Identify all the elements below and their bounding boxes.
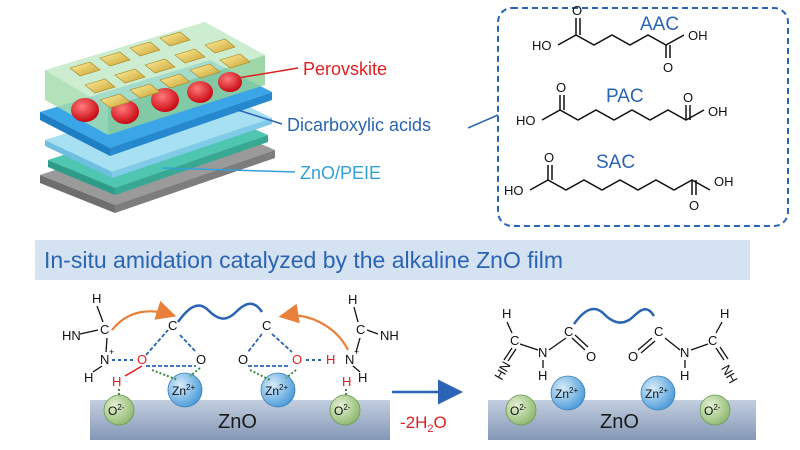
svg-text:H: H <box>348 292 357 307</box>
reaction-right: ZnO O2- O2- Zn2+ Zn2+ H C HN N H C O C O… <box>488 306 756 440</box>
svg-text:H: H <box>112 374 121 389</box>
svg-text:OH: OH <box>688 28 708 43</box>
svg-text:H: H <box>358 370 367 385</box>
svg-text:O: O <box>544 150 554 165</box>
svg-text:C: C <box>100 322 109 337</box>
reaction-arrow-label: -2H2O <box>400 413 447 435</box>
svg-text:C: C <box>708 333 717 348</box>
svg-text:O: O <box>663 60 673 75</box>
svg-text:NH: NH <box>718 362 740 386</box>
svg-text:C: C <box>654 324 663 339</box>
svg-text:N: N <box>345 352 354 367</box>
svg-text:O: O <box>137 352 147 367</box>
svg-text:ZnO: ZnO <box>600 411 639 433</box>
svg-text:O2-: O2- <box>510 403 527 418</box>
svg-text:O2-: O2- <box>704 403 721 418</box>
svg-text:C: C <box>262 318 271 333</box>
acid-aac <box>557 18 685 58</box>
device-stack <box>40 22 275 213</box>
svg-text:O: O <box>572 3 582 18</box>
acid-name-pac: PAC <box>606 86 644 107</box>
chain-left <box>176 302 264 323</box>
svg-text:HO: HO <box>504 183 524 198</box>
svg-text:Zn2+: Zn2+ <box>645 386 668 401</box>
svg-text:O: O <box>628 349 638 364</box>
reaction-left: ZnO O2- O2- Zn2+ Zn2+ H C HN N + H H O C… <box>62 291 399 440</box>
svg-text:O2-: O2- <box>108 403 125 418</box>
svg-text:C: C <box>510 333 519 348</box>
svg-text:H: H <box>342 374 351 389</box>
zno-peie-label: ZnO/PEIE <box>300 163 381 183</box>
svg-text:HO: HO <box>532 38 552 53</box>
svg-text:O: O <box>556 80 566 95</box>
svg-text:O: O <box>196 352 206 367</box>
svg-text:O: O <box>292 352 302 367</box>
svg-text:+: + <box>109 347 114 357</box>
attack-arrow-left <box>111 300 177 331</box>
acid-sac <box>529 165 711 195</box>
svg-text:O: O <box>683 90 693 105</box>
svg-text:H: H <box>680 368 689 383</box>
banner-band <box>35 240 750 280</box>
svg-text:HN: HN <box>62 328 81 343</box>
svg-text:HN: HN <box>491 359 513 383</box>
svg-text:Zn2+: Zn2+ <box>555 386 578 401</box>
acid-pac <box>541 95 705 121</box>
svg-text:H: H <box>502 306 511 321</box>
svg-text:H: H <box>720 306 729 321</box>
svg-text:H: H <box>84 370 93 385</box>
svg-text:N: N <box>680 345 689 360</box>
svg-text:OH: OH <box>714 174 734 189</box>
svg-text:O: O <box>586 349 596 364</box>
svg-text:H: H <box>326 352 335 367</box>
svg-text:C: C <box>564 324 573 339</box>
svg-text:C: C <box>168 318 177 333</box>
chain-right <box>572 307 656 325</box>
svg-text:Zn2+: Zn2+ <box>265 383 288 398</box>
attack-arrow-right <box>278 303 349 351</box>
svg-text:+: + <box>354 347 359 357</box>
svg-text:N: N <box>538 345 547 360</box>
perovskite-label: Perovskite <box>303 59 387 79</box>
svg-text:N: N <box>100 352 109 367</box>
acid-name-sac: SAC <box>596 152 635 173</box>
svg-text:O: O <box>689 198 699 213</box>
svg-text:H: H <box>538 368 547 383</box>
acids-box <box>497 7 789 227</box>
acid-name-aac: AAC <box>640 14 679 35</box>
svg-text:OH: OH <box>708 104 728 119</box>
svg-text:Zn2+: Zn2+ <box>172 383 195 398</box>
svg-text:HO: HO <box>516 113 536 128</box>
svg-text:C: C <box>356 322 365 337</box>
dicarboxylic-acids-label: Dicarboxylic acids <box>287 115 431 135</box>
svg-text:O: O <box>238 352 248 367</box>
banner-title: In-situ amidation catalyzed by the alkal… <box>44 247 563 273</box>
svg-text:O2-: O2- <box>334 403 351 418</box>
svg-text:ZnO: ZnO <box>218 411 257 433</box>
svg-text:NH: NH <box>380 328 399 343</box>
svg-text:H: H <box>92 291 101 306</box>
